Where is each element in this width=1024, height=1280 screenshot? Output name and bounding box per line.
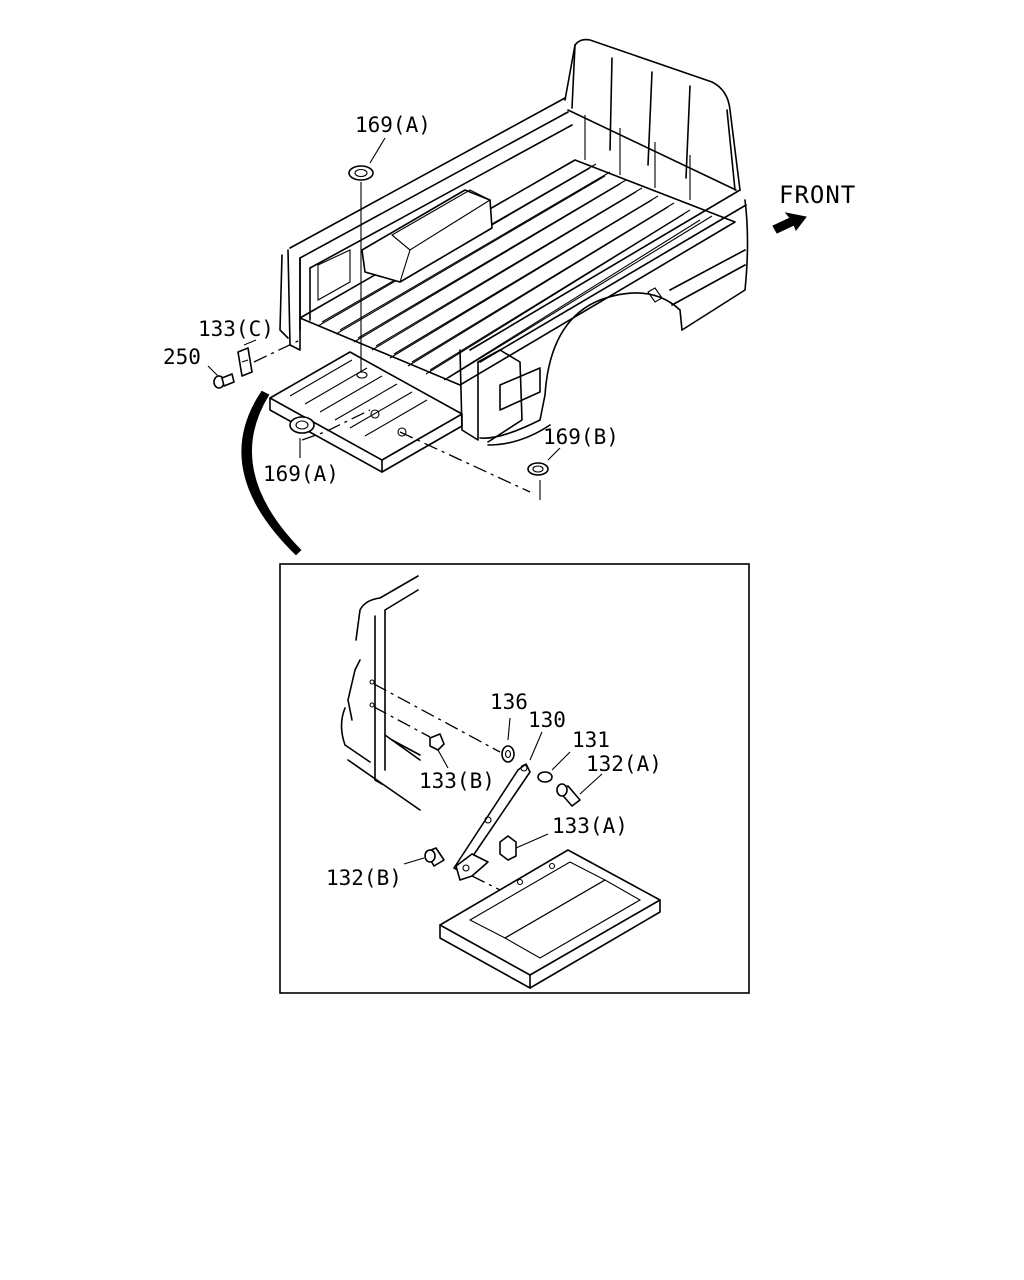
detail-pointer-arc (241, 390, 302, 556)
bracket-133c: 133(C) (198, 317, 301, 377)
detail-view: 136 130 131 132(A) 133(B) 133(A) 132(B) (279, 563, 750, 994)
callout-132a: 132(A) (586, 752, 662, 776)
grommet-right: 169(B) (399, 425, 619, 500)
front-direction-indicator: FRONT (772, 181, 856, 234)
callout-136: 136 (490, 690, 528, 714)
callout-133c: 133(C) (198, 317, 274, 341)
arrow-right-icon (772, 212, 807, 234)
callout-131: 131 (572, 728, 610, 752)
truck-bed-illustration (269, 38, 749, 473)
callout-169b: 169(B) (543, 425, 619, 449)
front-label: FRONT (779, 181, 856, 209)
callout-250: 250 (163, 345, 201, 369)
callout-133a: 133(A) (552, 814, 628, 838)
callout-130: 130 (528, 708, 566, 732)
bolt-250: 250 (163, 345, 235, 389)
callout-169a-top: 169(A) (355, 113, 431, 137)
grommet-left: 169(A) (263, 409, 371, 486)
grommet-top: 169(A) (348, 113, 431, 372)
callout-169a-left: 169(A) (263, 462, 339, 486)
callout-132b: 132(B) (326, 866, 402, 890)
callout-133b: 133(B) (419, 769, 495, 793)
